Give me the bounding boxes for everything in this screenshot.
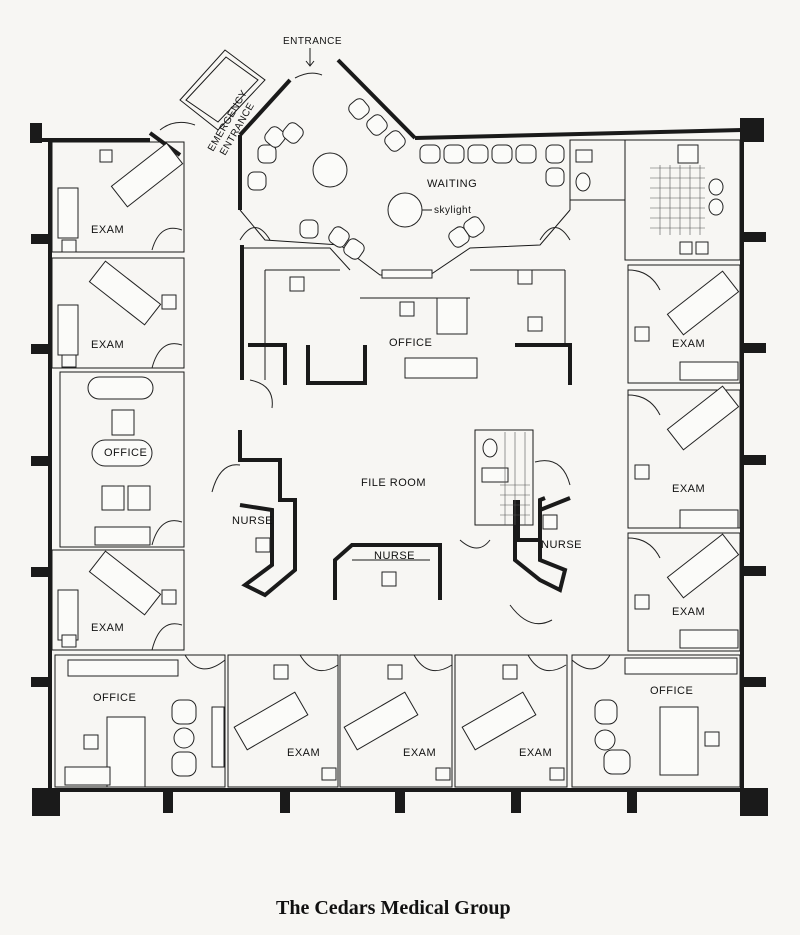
bottom-right-office: [571, 654, 741, 788]
outer-walls: [30, 58, 768, 816]
office-bottom-left-label: OFFICE: [93, 692, 136, 704]
exam-r1-label: EXAM: [672, 338, 705, 350]
exam-b1-label: EXAM: [287, 747, 320, 759]
right-exam-rooms: [627, 264, 741, 652]
exam-l1-label: EXAM: [91, 224, 124, 236]
exam-r3-label: EXAM: [672, 606, 705, 618]
office-bottom-right-label: OFFICE: [650, 685, 693, 697]
nurse-center-label: NURSE: [374, 550, 415, 562]
file-room-label: FILE ROOM: [361, 477, 426, 489]
nurse-right-label: NURSE: [541, 539, 582, 551]
skylight-label: skylight: [434, 205, 471, 216]
office-center-label: OFFICE: [389, 337, 432, 349]
bottom-exam-rooms: [227, 654, 568, 788]
nurse-left-label: NURSE: [232, 515, 273, 527]
waiting-room: [239, 98, 571, 276]
exam-b2-label: EXAM: [403, 747, 436, 759]
waiting-label: WAITING: [427, 178, 477, 190]
exam-l2-label: EXAM: [91, 339, 124, 351]
bottom-left-office: [54, 654, 226, 788]
exam-r2-label: EXAM: [672, 483, 705, 495]
waiting-chairs: [247, 98, 565, 260]
entrance-arrow: [294, 48, 323, 79]
plan-caption: The Cedars Medical Group: [276, 897, 511, 919]
entrance-label: ENTRANCE: [283, 36, 342, 47]
left-exam-rooms: [51, 141, 185, 651]
exam-b3-label: EXAM: [519, 747, 552, 759]
nurse-stations: [211, 429, 571, 625]
office-left-label: OFFICE: [104, 447, 147, 459]
emergency-vestibule: [159, 49, 266, 131]
restrooms: [569, 139, 741, 261]
exam-l3-label: EXAM: [91, 622, 124, 634]
central-office: [240, 245, 572, 409]
